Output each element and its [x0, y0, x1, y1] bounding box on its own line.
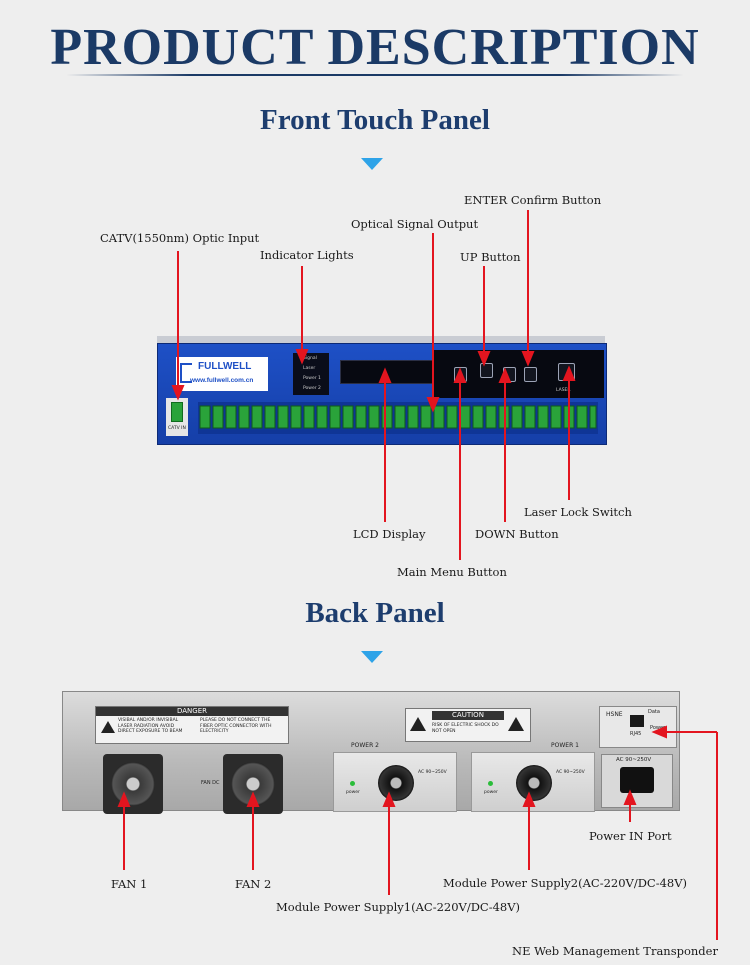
ac-in-label: AC 90~250V — [616, 757, 652, 763]
hsne-label: HSNE — [606, 711, 623, 718]
fan-dc-label: FAN DC — [201, 780, 220, 786]
indicator-power-2: Power 2 — [303, 386, 321, 391]
optical-output-ports — [198, 402, 598, 434]
up-button[interactable] — [480, 363, 493, 378]
back-panel-device: DANGER VISIBAL AND/OR INVISIBAL LASER RA… — [62, 691, 680, 814]
caution-text: RISK OF ELECTRIC SHOCK DO NOT OPEN — [432, 723, 499, 734]
label-psu-2: Module Power Supply2(AC-220V/DC-48V) — [443, 876, 688, 890]
catv-input-port[interactable]: CATV IN — [166, 398, 188, 436]
power-in-port[interactable]: AC 90~250V — [601, 754, 673, 808]
label-optical-output: Optical Signal Output — [351, 217, 479, 231]
lcd-display — [340, 360, 438, 384]
psu-1-power-text: power — [484, 790, 498, 795]
fan-1-rotor-icon — [111, 762, 155, 806]
label-up-button: UP Button — [460, 250, 521, 264]
psu-2-power-text: power — [346, 790, 360, 795]
label-ne-web: NE Web Management Transponder — [512, 944, 718, 958]
psu-1-power-led — [488, 781, 493, 786]
laser-warning-icon — [101, 721, 115, 733]
power2-label: POWER 2 — [351, 742, 379, 749]
psu-2-power-led — [350, 781, 355, 786]
brand-name: FULLWELL — [198, 361, 252, 372]
enter-button[interactable] — [524, 367, 537, 382]
label-indicator-lights: Indicator Lights — [260, 248, 354, 262]
catv-port-label: CATV IN — [168, 426, 186, 431]
label-catv-input: CATV(1550nm) Optic Input — [100, 231, 260, 245]
front-panel-heading: Front Touch Panel — [260, 104, 490, 136]
indicator-signal: Signal — [303, 356, 317, 361]
brand-url: www.fullwell.com.cn — [190, 377, 254, 384]
sc-port-row — [199, 405, 597, 429]
rj45-port[interactable] — [630, 715, 644, 727]
danger-right-text: PLEASE DO NOT CONNECT THE FIBER OPTIC CO… — [200, 718, 272, 734]
label-fan-1: FAN 1 — [111, 877, 148, 891]
psu-2: power AC 90~250V — [333, 752, 457, 812]
danger-label: DANGER VISIBAL AND/OR INVISIBAL LASER RA… — [95, 706, 289, 744]
psu-1: power AC 90~250V — [471, 752, 595, 812]
power-led-label: Power — [650, 725, 666, 731]
label-laser-lock: Laser Lock Switch — [524, 505, 632, 519]
label-lcd-display: LCD Display — [353, 527, 426, 541]
label-enter-button: ENTER Confirm Button — [464, 193, 602, 207]
laser-label: LASER — [556, 388, 571, 393]
data-led-label: Data — [648, 709, 660, 715]
label-down-button: DOWN Button — [475, 527, 559, 541]
catv-sc-connector[interactable] — [171, 402, 183, 422]
down-arrow-icon — [361, 158, 383, 170]
fan-1 — [103, 754, 163, 814]
indicator-laser: Laser — [303, 366, 316, 371]
psu-1-rating: AC 90~250V — [556, 770, 585, 775]
down-arrow-icon — [361, 651, 383, 663]
shock-warning-icon-left — [410, 717, 426, 731]
shock-warning-icon-right — [508, 717, 524, 731]
psu-2-fan-icon — [378, 765, 414, 801]
label-fan-2: FAN 2 — [235, 877, 272, 891]
psu-2-rating: AC 90~250V — [418, 770, 447, 775]
psu-1-fan-icon — [516, 765, 552, 801]
brand-logo: FULLWELL www.fullwell.com.cn — [176, 357, 268, 391]
title-underline — [66, 74, 684, 76]
back-panel-heading: Back Panel — [305, 597, 445, 629]
danger-left-text: VISIBAL AND/OR INVISIBAL LASER RADIATION… — [118, 718, 183, 734]
label-main-menu: Main Menu Button — [397, 565, 507, 579]
power1-label: POWER 1 — [551, 742, 579, 749]
page-title: PRODUCT DESCRIPTION — [50, 19, 700, 76]
rj45-label: RJ45 — [630, 731, 642, 737]
front-panel-top-edge — [157, 336, 605, 344]
caution-title: CAUTION — [432, 711, 504, 720]
label-power-in: Power IN Port — [589, 829, 672, 843]
logo-mark-icon — [180, 363, 192, 383]
iec-socket[interactable] — [620, 767, 654, 793]
indicator-lights: Signal Laser Power 1 Power 2 — [293, 353, 329, 395]
label-psu-1: Module Power Supply1(AC-220V/DC-48V) — [276, 900, 521, 914]
danger-title: DANGER — [96, 707, 288, 716]
front-callout-lines — [171, 210, 576, 560]
caution-label: CAUTION RISK OF ELECTRIC SHOCK DO NOT OP… — [405, 708, 531, 742]
front-panel-device: FULLWELL www.fullwell.com.cn Signal Lase… — [157, 343, 607, 445]
indicator-power-1: Power 1 — [303, 376, 321, 381]
